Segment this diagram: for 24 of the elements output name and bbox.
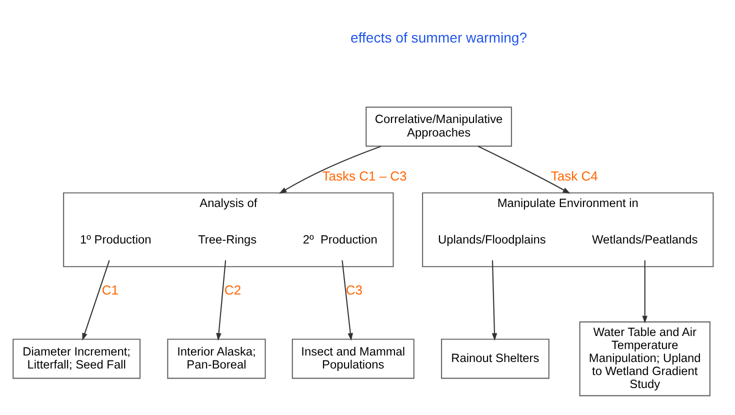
node-box: Correlative/Manipulative Approaches	[366, 106, 512, 147]
node-box: Rainout Shelters	[440, 338, 550, 379]
arrow	[642, 260, 648, 324]
arrow	[216, 260, 226, 341]
node-box: Interior Alaska; Pan-Boreal	[167, 338, 266, 379]
edge-label: C3	[346, 282, 363, 298]
node-text: Tree-Rings	[198, 232, 257, 247]
edge-label: Task C4	[550, 168, 598, 184]
arrow	[279, 146, 382, 194]
arrow	[342, 260, 354, 341]
label: effects of summer warming?	[350, 30, 528, 46]
arrow	[82, 260, 110, 341]
edge-label: C1	[102, 282, 119, 298]
node-text: Wetlands/Peatlands	[592, 232, 698, 247]
node-box: Diameter Increment; Litterfall; Seed Fall	[12, 338, 141, 379]
edge-label: C2	[224, 282, 242, 298]
node-box: Water Table and Air Temperature Manipulation; Upland to Wetland Gradient Study	[579, 321, 710, 396]
arrow	[492, 260, 498, 341]
arrow	[478, 146, 570, 194]
node-text: 2º Production	[302, 232, 378, 247]
node-text: 1º Production	[80, 232, 152, 247]
node-box: Insect and Mammal Populations	[292, 338, 414, 379]
edge-label: Tasks C1 – C3	[322, 168, 407, 184]
node-text: Uplands/Floodplains	[438, 232, 546, 247]
